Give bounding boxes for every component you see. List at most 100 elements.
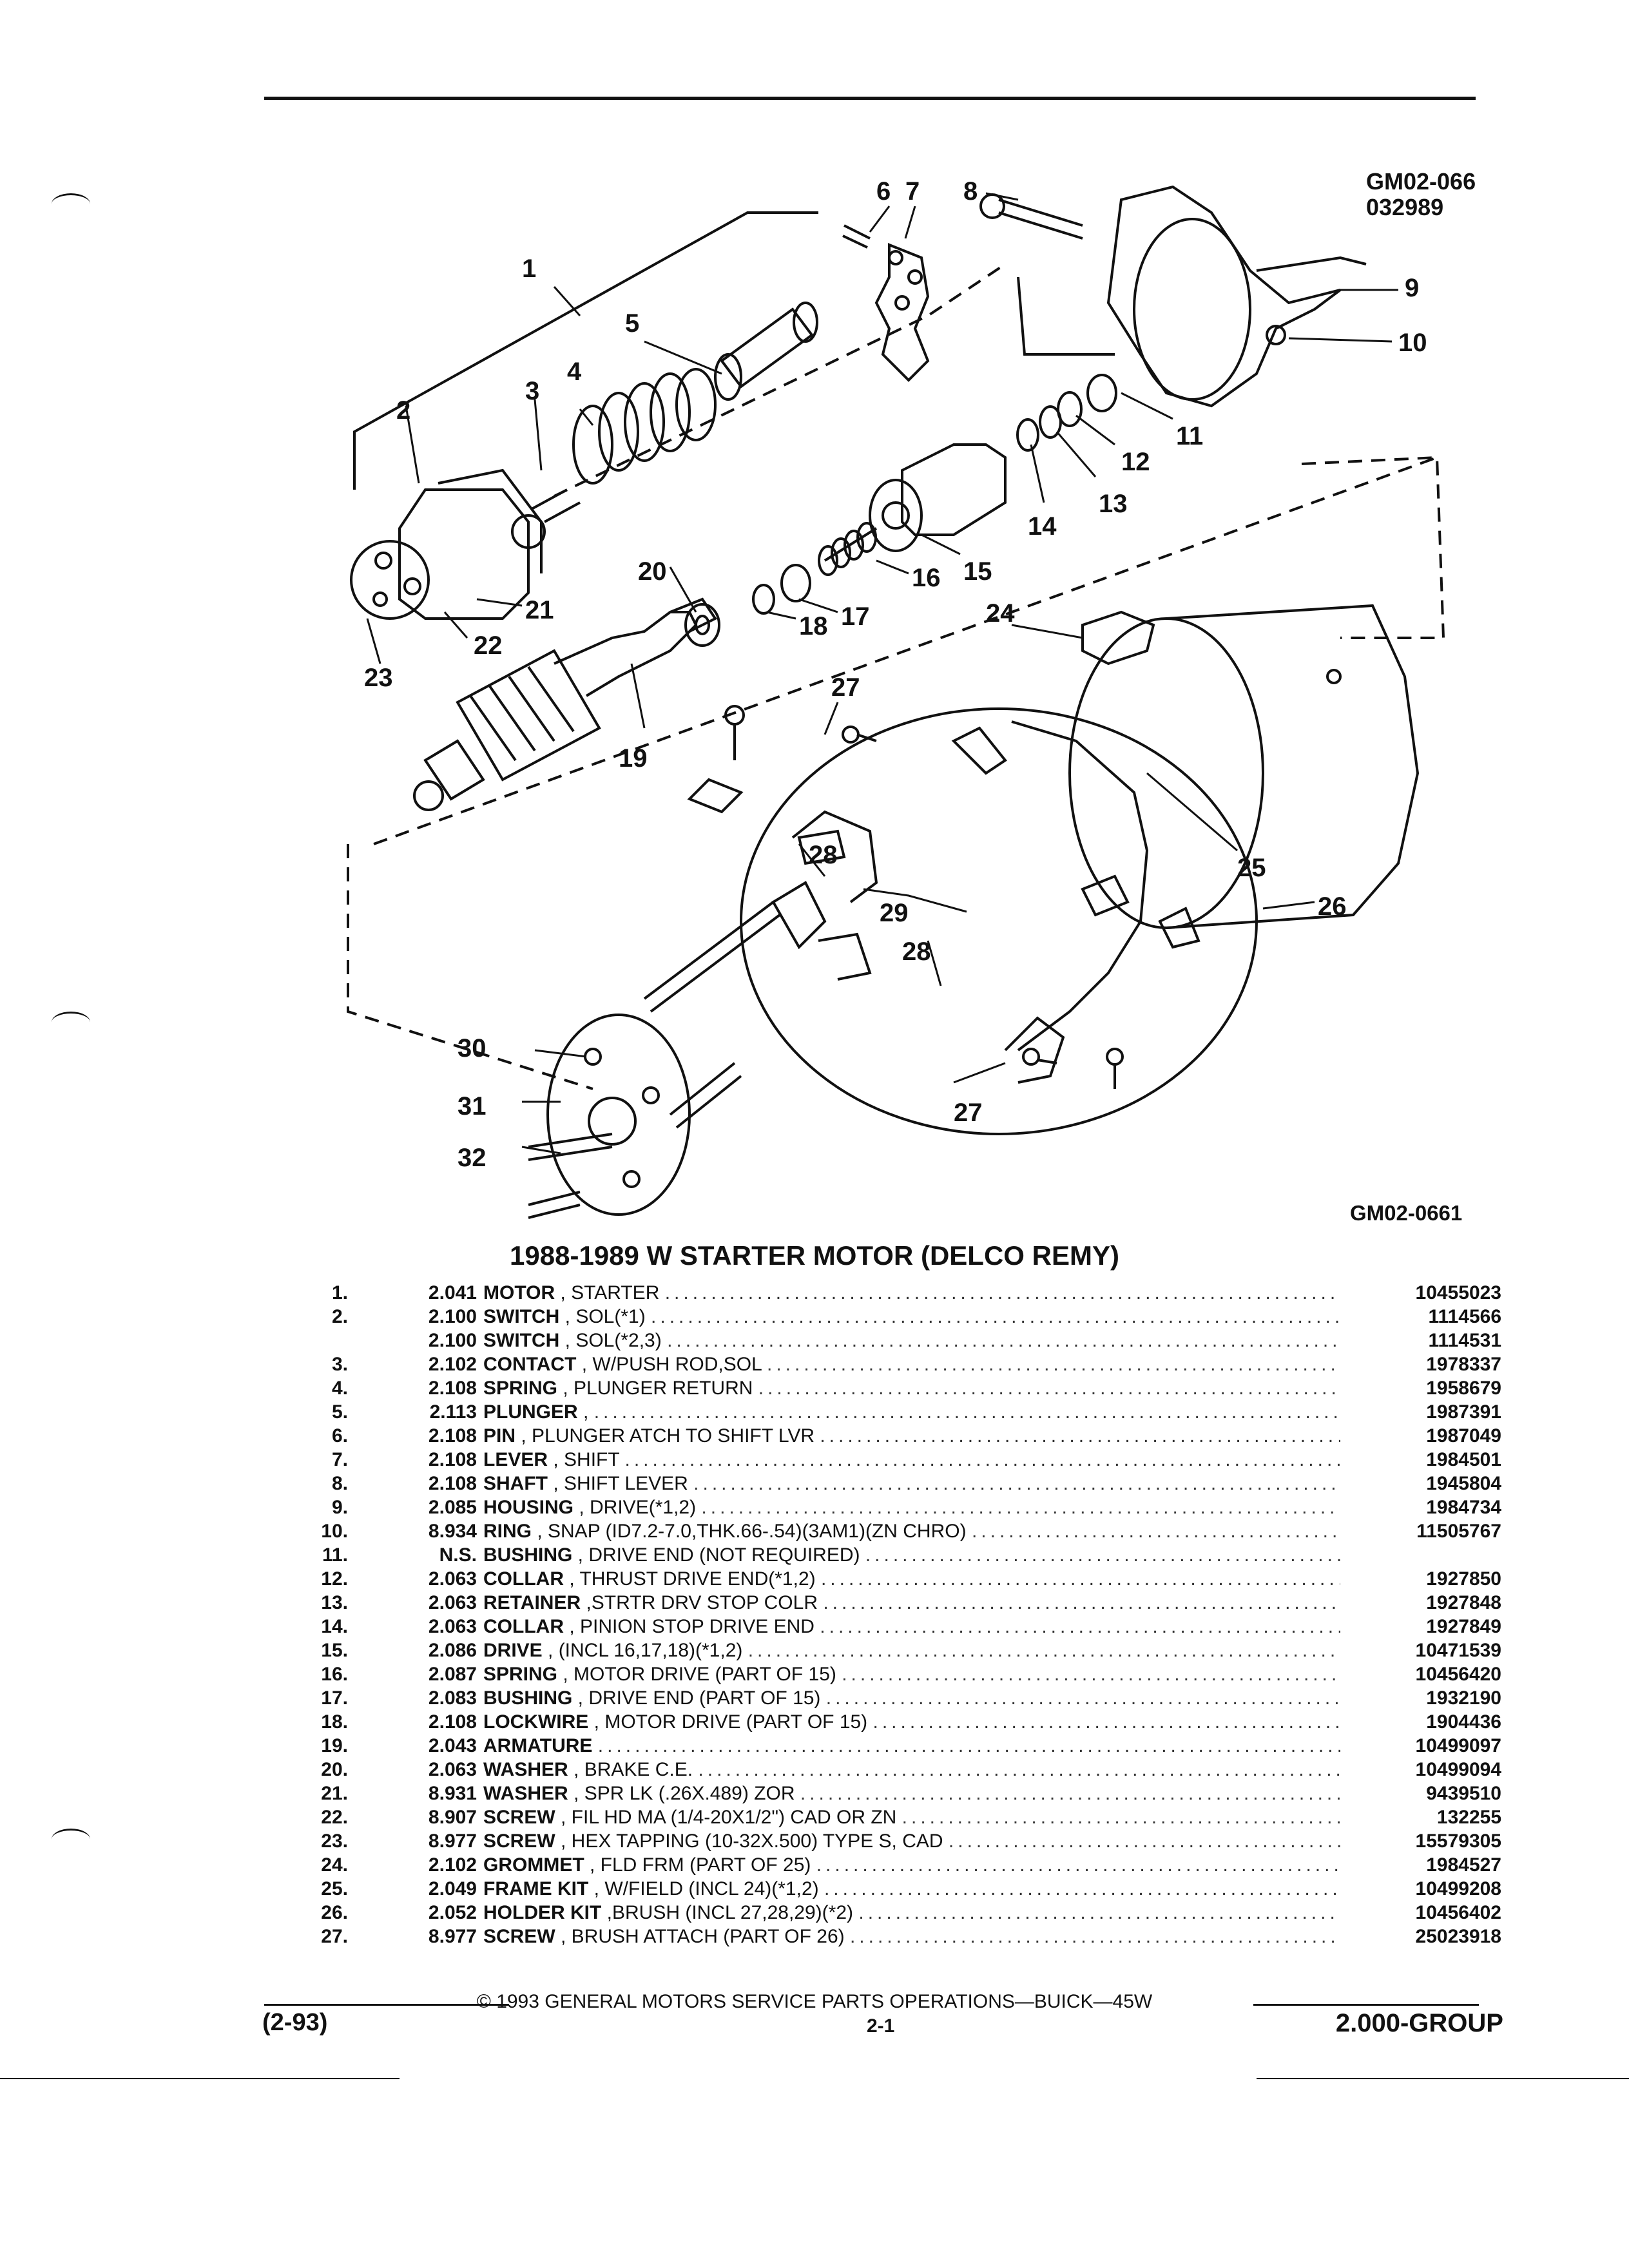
part-number: 1984501 (1426, 1449, 1501, 1470)
item-description: SPRING , PLUNGER RETURN ................… (483, 1376, 1340, 1400)
item-number: 18. (321, 1711, 348, 1733)
margin-mark (52, 1012, 90, 1033)
item-number: 19. (321, 1735, 348, 1756)
item-number: 11. (322, 1544, 348, 1566)
group-number: 2.100 (428, 1306, 477, 1327)
parts-row: 5. 2.113 PLUNGER , .......................… (284, 1400, 1501, 1424)
item-description: GROMMET , FLD FRM (PART OF 25) .........… (483, 1853, 1340, 1877)
callout-4: 4 (567, 358, 582, 386)
group-number: 2.085 (428, 1497, 477, 1518)
part-number: 1114531 (1428, 1330, 1501, 1351)
group-number: 2.049 (428, 1878, 477, 1899)
group-number: 2.063 (428, 1568, 477, 1590)
item-detail: , SPR LK (.26X.489) ZOR (568, 1783, 800, 1804)
dot-leader: ........................................… (747, 1640, 1340, 1661)
footer-rule-right (1253, 2004, 1479, 2006)
dot-leader: ........................................… (800, 1783, 1340, 1804)
item-name: GROMMET (483, 1854, 584, 1876)
group-number: 8.977 (428, 1926, 477, 1947)
dot-leader: ........................................… (971, 1521, 1340, 1542)
item-name: BUSHING (483, 1544, 573, 1566)
item-detail: , SOL(*2,3) (559, 1330, 668, 1351)
item-detail: , DRIVE(*1,2) (574, 1497, 702, 1518)
item-name: BUSHING (483, 1687, 573, 1709)
group-number: 2.102 (428, 1354, 477, 1375)
item-number: 26. (321, 1902, 348, 1923)
item-description: FRAME KIT , W/FIELD (INCL 24)(*1,2) ....… (483, 1877, 1340, 1901)
group-number: 2.108 (428, 1473, 477, 1494)
item-number: 16. (321, 1664, 348, 1685)
item-number: 15. (321, 1640, 348, 1661)
diagram-code-line1: GM02-066 (1366, 168, 1476, 195)
part-number: 1984734 (1426, 1497, 1501, 1518)
group-number: 2.113 (429, 1401, 477, 1423)
item-description: BUSHING , DRIVE END (PART OF 15) .......… (483, 1686, 1340, 1710)
callout-25: 25 (1237, 854, 1266, 882)
item-number: 5. (331, 1401, 348, 1423)
item-detail: , THRUST DRIVE END(*1,2) (563, 1568, 821, 1590)
item-detail: , FLD FRM (PART OF 25) (584, 1854, 816, 1876)
dot-leader: ........................................… (849, 1926, 1340, 1947)
exploded-view-svg: 1234567891011121314151617181920212223242… (347, 177, 1445, 1219)
part-number: 132255 (1436, 1807, 1501, 1828)
group-number: 2.108 (428, 1449, 477, 1470)
callout-28: 28 (809, 841, 838, 869)
top-rule (264, 97, 1476, 100)
item-detail: , PLUNGER RETURN (557, 1378, 758, 1399)
item-description: LOCKWIRE , MOTOR DRIVE (PART OF 15) ....… (483, 1710, 1340, 1734)
item-name: FRAME KIT (483, 1878, 589, 1899)
group-number: 2.087 (428, 1664, 477, 1685)
dot-leader: ........................................… (842, 1664, 1340, 1685)
item-detail: , SOL(*1) (559, 1306, 651, 1327)
item-description: RING , SNAP (ID7.2-7.0,THK.66-.54)(3AM1)… (483, 1519, 1340, 1543)
item-name: SWITCH (483, 1330, 560, 1351)
callout-6: 6 (876, 177, 891, 206)
callout-26: 26 (1318, 892, 1347, 921)
callout-5: 5 (625, 309, 639, 338)
item-number: 21. (321, 1783, 348, 1804)
dot-leader: ........................................… (820, 1425, 1340, 1446)
part-number: 10499208 (1415, 1878, 1501, 1899)
item-number: 8. (331, 1473, 348, 1494)
part-number: 1927848 (1426, 1592, 1501, 1613)
callout-18: 18 (799, 612, 828, 640)
parts-row: 16. 2.087 SPRING , MOTOR DRIVE (PART OF 15… (284, 1662, 1501, 1686)
callout-31: 31 (458, 1092, 487, 1120)
part-number: 1987391 (1426, 1401, 1501, 1423)
footer-group: 2.000-GROUP (1335, 2009, 1503, 2037)
dot-leader: ........................................… (824, 1878, 1340, 1899)
item-number: 3. (331, 1354, 348, 1375)
dot-leader: ........................................… (816, 1854, 1340, 1876)
bottom-rule-left (0, 2078, 400, 2079)
item-detail: , MOTOR DRIVE (PART OF 15) (557, 1664, 842, 1685)
footer-rule-left (264, 2004, 509, 2006)
group-number: 2.102 (428, 1854, 477, 1876)
item-description: PLUNGER , ..............................… (483, 1400, 1340, 1424)
part-number: 1984527 (1426, 1854, 1501, 1876)
callout-14: 14 (1028, 512, 1057, 541)
callout-21: 21 (525, 596, 554, 624)
callout-27: 27 (831, 673, 860, 702)
callout-7: 7 (905, 177, 920, 206)
item-description: SPRING , MOTOR DRIVE (PART OF 15) ......… (483, 1662, 1340, 1686)
item-number: 25. (321, 1878, 348, 1899)
callout-24: 24 (986, 599, 1015, 628)
item-description: BUSHING , DRIVE END (NOT REQUIRED) .....… (483, 1543, 1340, 1567)
item-number: 27. (321, 1926, 348, 1947)
item-number: 6. (331, 1425, 348, 1446)
item-name: DRIVE (483, 1640, 543, 1661)
group-number: 2.063 (428, 1592, 477, 1613)
item-number: 20. (321, 1759, 348, 1780)
